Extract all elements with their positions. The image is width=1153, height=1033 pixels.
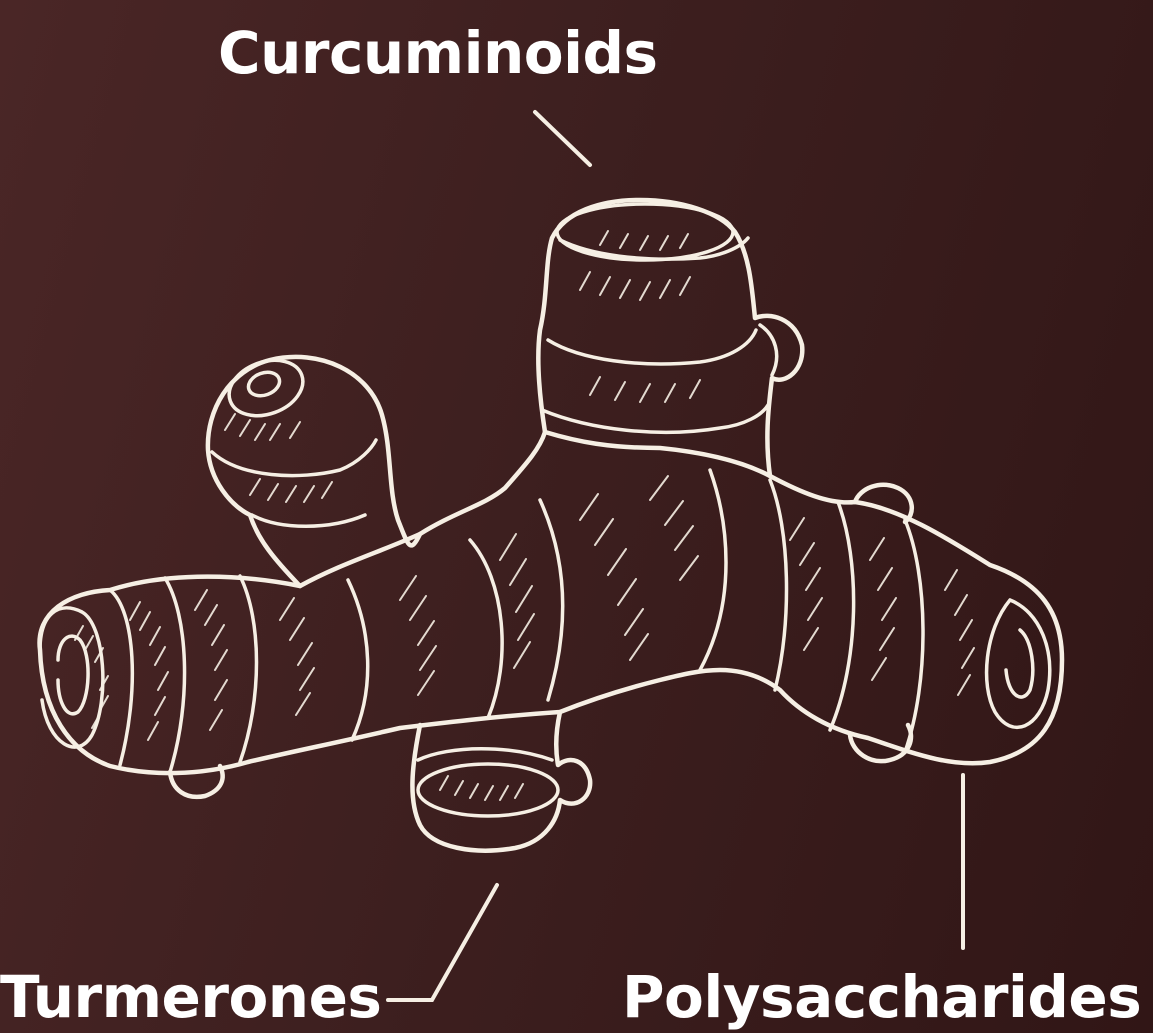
body-segment-rings bbox=[240, 470, 923, 762]
left-end-cap bbox=[40, 578, 185, 772]
upper-left-branch bbox=[208, 351, 420, 586]
bottom-knob bbox=[412, 712, 590, 851]
leader-line-turmerones bbox=[388, 885, 497, 1000]
rhizome-main-body bbox=[40, 432, 1062, 773]
leader-line-curcuminoids bbox=[535, 112, 590, 165]
right-end-cap bbox=[987, 600, 1050, 727]
right-nubs bbox=[170, 485, 912, 797]
upper-branch bbox=[538, 200, 802, 476]
